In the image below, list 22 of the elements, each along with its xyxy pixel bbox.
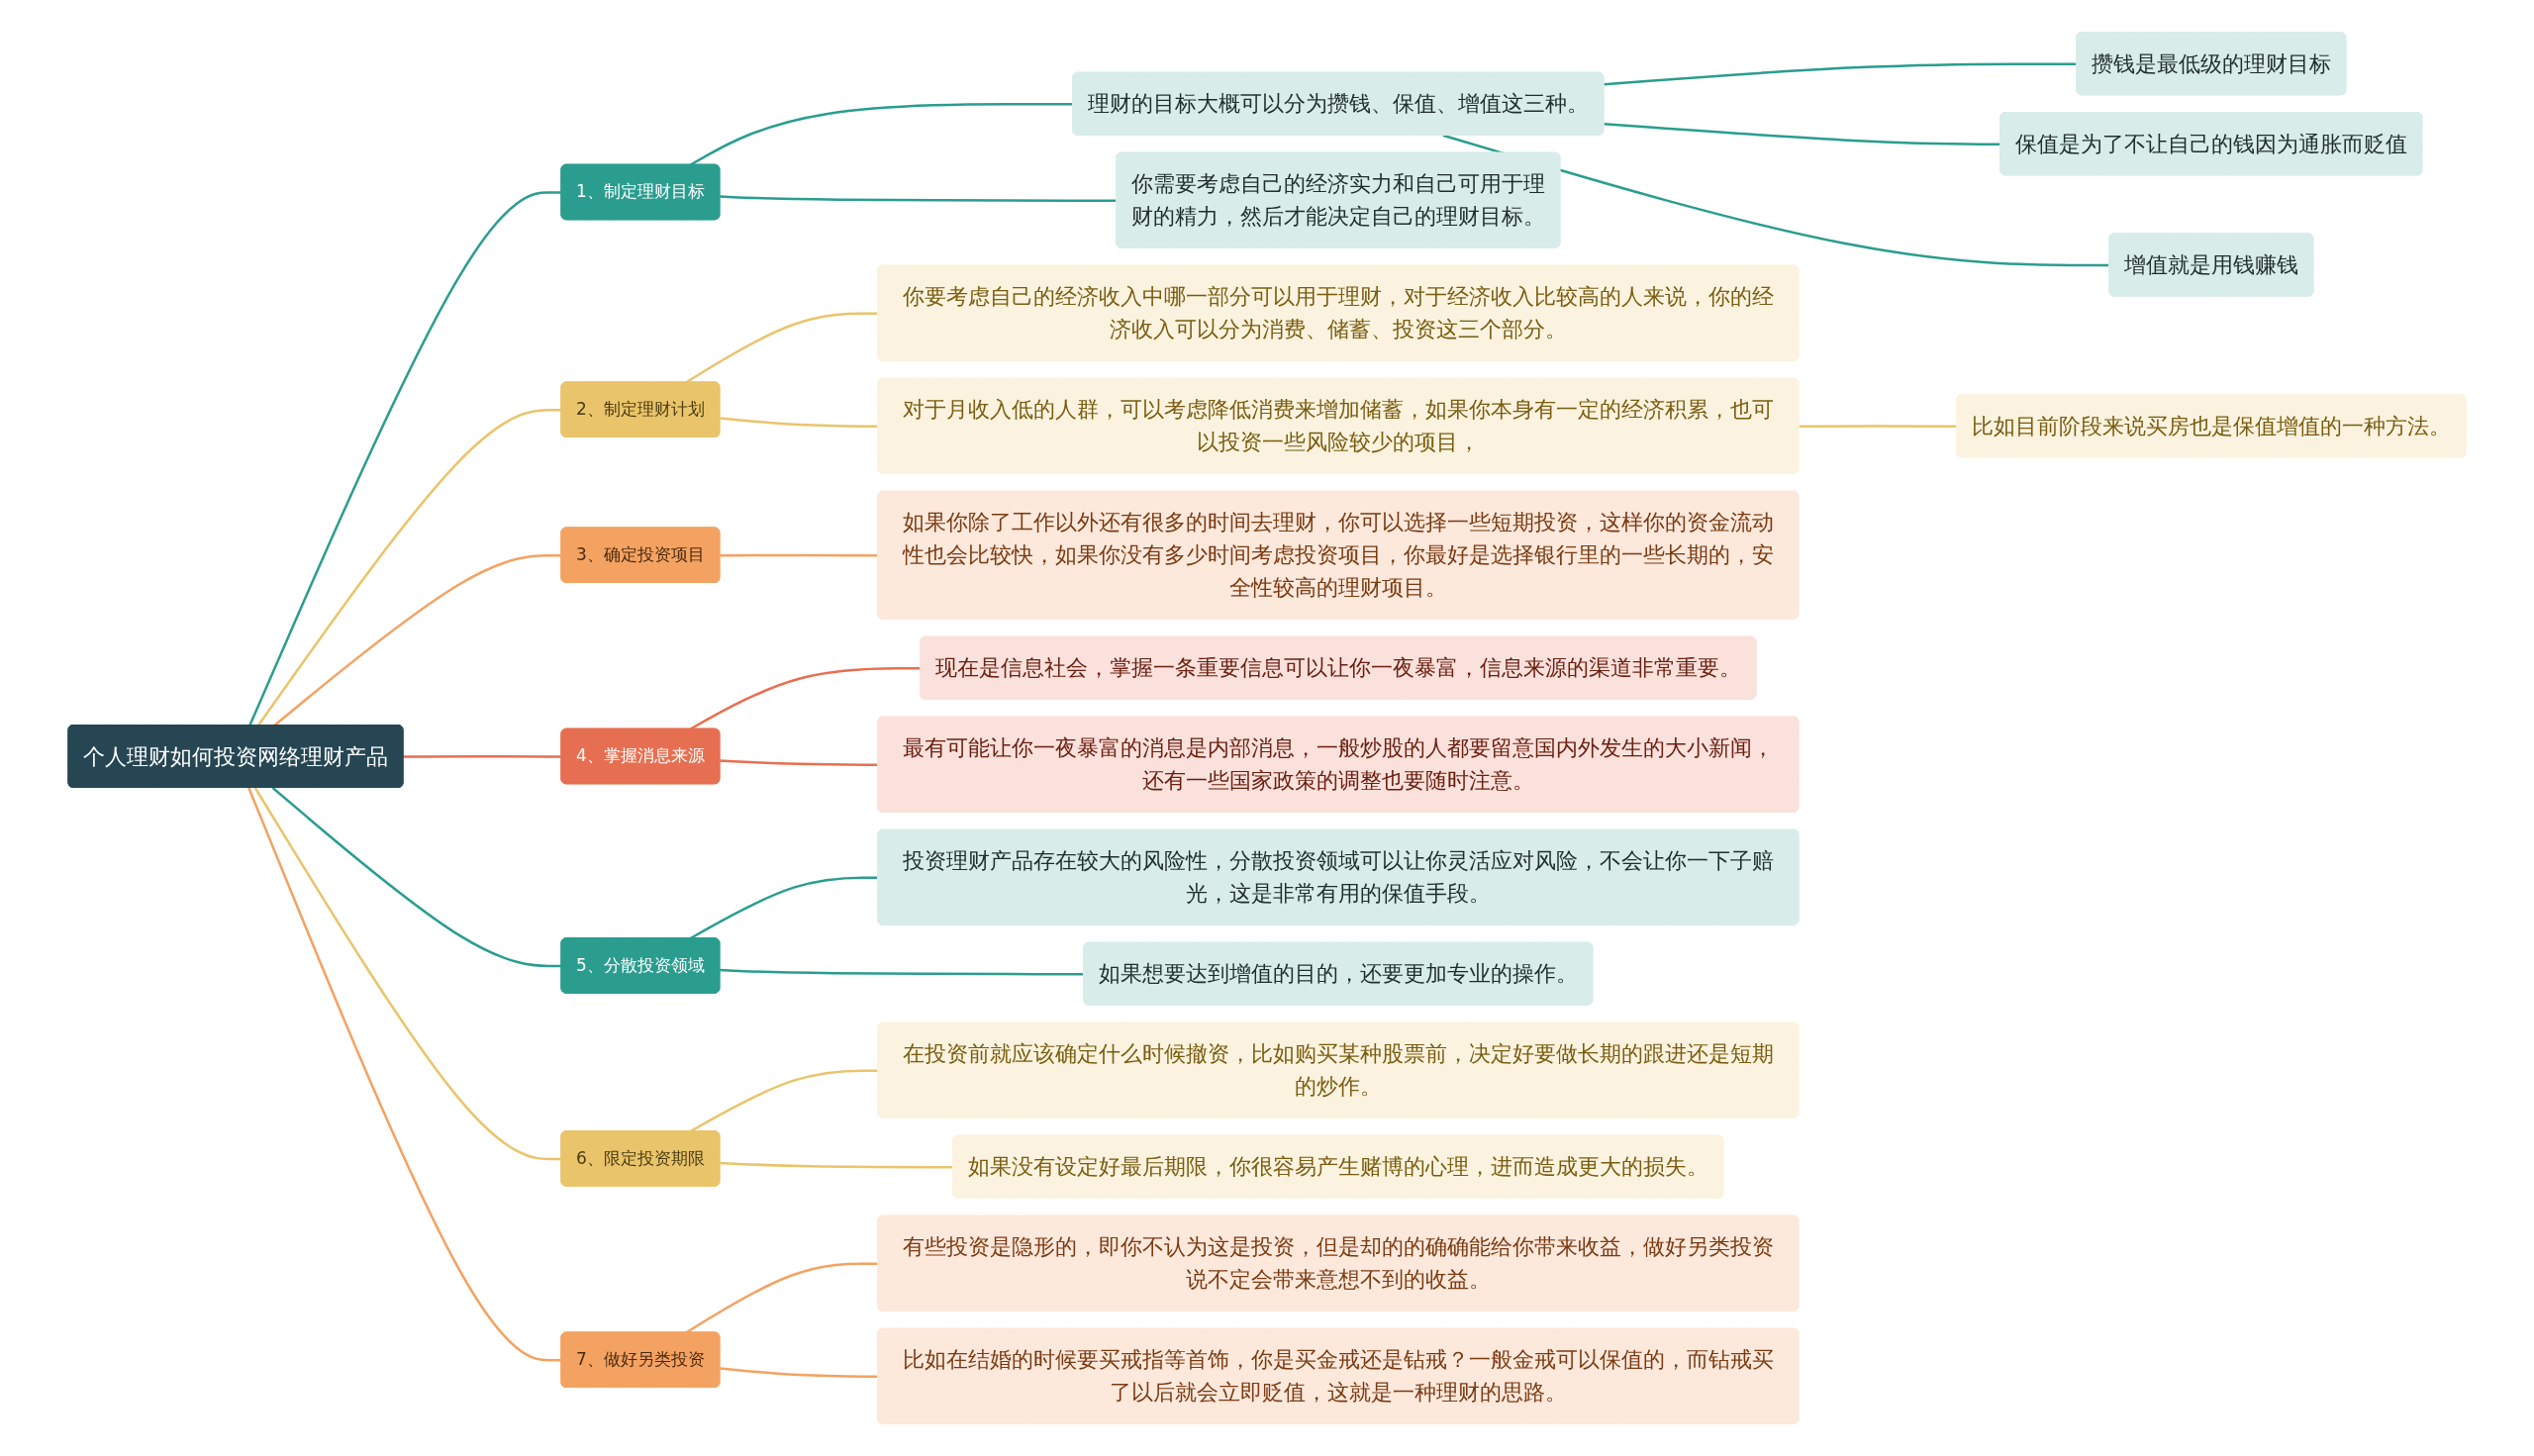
connector <box>1604 122 2001 146</box>
connector <box>256 408 562 727</box>
connector <box>720 195 1118 202</box>
connector <box>720 1367 879 1378</box>
connector <box>720 759 879 766</box>
connector <box>273 553 562 727</box>
connector <box>685 312 879 384</box>
connector <box>271 787 562 968</box>
connector <box>248 191 562 727</box>
connector <box>1604 62 2078 86</box>
connector <box>689 666 922 730</box>
connector <box>720 417 879 428</box>
connector <box>720 553 879 557</box>
connector <box>247 787 562 1362</box>
connector <box>253 787 562 1161</box>
connector <box>1799 425 1958 428</box>
connector <box>689 102 1074 166</box>
connector <box>720 1161 954 1169</box>
connector <box>685 1262 879 1334</box>
connector <box>720 968 1085 976</box>
connector <box>1442 134 2110 267</box>
connector <box>403 754 562 758</box>
